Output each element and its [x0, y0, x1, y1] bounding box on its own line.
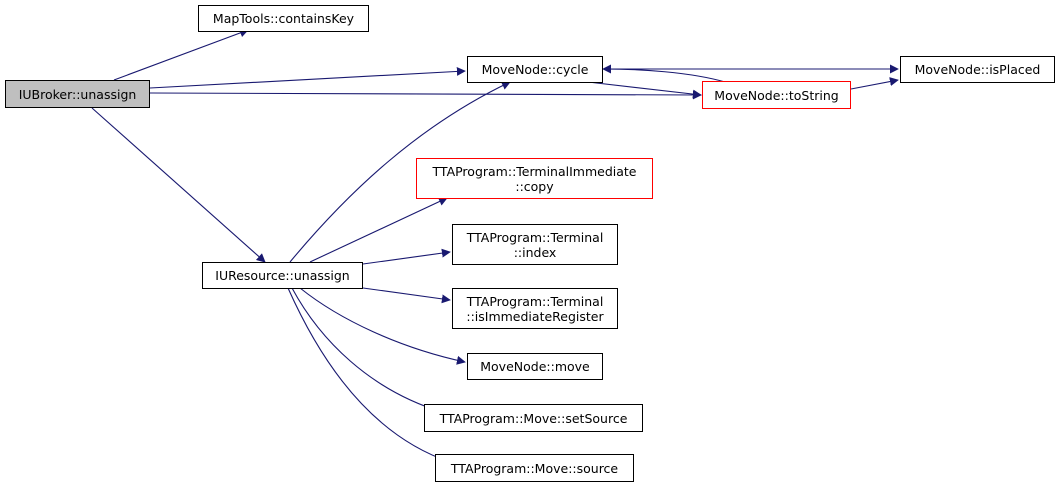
edge-tostring-to-cycle: [602, 64, 726, 83]
edge-iubroker-to-containskey: [113, 28, 249, 81]
node-maptools-containskey[interactable]: MapTools::containsKey: [198, 5, 369, 32]
node-terminalimmediate-copy[interactable]: TTAProgram::TerminalImmediate ::copy: [416, 158, 653, 199]
edge-iubroker-to-iuresource: [91, 107, 266, 263]
node-iubroker-unassign[interactable]: IUBroker::unassign: [5, 80, 150, 108]
node-label-line1: TTAProgram::Terminal: [466, 229, 604, 245]
node-label: MoveNode::isPlaced: [914, 62, 1041, 77]
edge-cycle-to-tostring: [587, 81, 702, 99]
edge-iuresource-to-setsource: [291, 287, 443, 414]
edge-iuresource-to-copy: [309, 197, 448, 263]
node-label-line1: TTAProgram::Terminal: [466, 293, 604, 309]
node-movenode-isplaced[interactable]: MoveNode::isPlaced: [900, 56, 1055, 83]
node-terminal-isimmediateregister[interactable]: TTAProgram::Terminal ::isImmediateRegist…: [452, 288, 618, 329]
node-terminal-index[interactable]: TTAProgram::Terminal ::index: [452, 224, 618, 265]
node-move-setsource[interactable]: TTAProgram::Move::setSource: [424, 404, 643, 432]
edge-iuresource-to-index: [362, 248, 451, 265]
node-label-line1: TTAProgram::TerminalImmediate: [432, 163, 637, 179]
edge-iuresource-to-cycle: [289, 81, 511, 263]
node-label: IUBroker::unassign: [18, 86, 137, 102]
node-movenode-cycle[interactable]: MoveNode::cycle: [467, 56, 603, 83]
edge-iubroker-to-tostring: [149, 90, 702, 100]
edge-iubroker-to-cycle: [149, 66, 466, 89]
node-label: TTAProgram::Move::setSource: [439, 410, 628, 426]
node-label: MoveNode::cycle: [481, 62, 589, 77]
edge-iuresource-to-isimmediateregister: [362, 287, 451, 304]
node-label: MapTools::containsKey: [212, 11, 355, 26]
node-label: IUResource::unassign: [215, 268, 350, 283]
node-iuresource-unassign[interactable]: IUResource::unassign: [202, 262, 363, 289]
node-move-source[interactable]: TTAProgram::Move::source: [435, 454, 634, 482]
edge-tostring-to-isplaced: [850, 77, 899, 90]
node-label: TTAProgram::Move::source: [450, 460, 619, 476]
edge-iuresource-to-move: [299, 287, 466, 365]
node-label: MoveNode::toString: [714, 87, 839, 103]
node-movenode-tostring[interactable]: MoveNode::toString: [702, 81, 851, 109]
node-label: MoveNode::move: [480, 359, 590, 374]
node-label-line2: ::index: [513, 244, 557, 260]
node-movenode-move[interactable]: MoveNode::move: [467, 353, 603, 380]
edge-iuresource-to-source: [287, 287, 451, 464]
node-label-line2: ::isImmediateRegister: [466, 308, 604, 324]
node-label-line2: ::copy: [515, 178, 554, 194]
